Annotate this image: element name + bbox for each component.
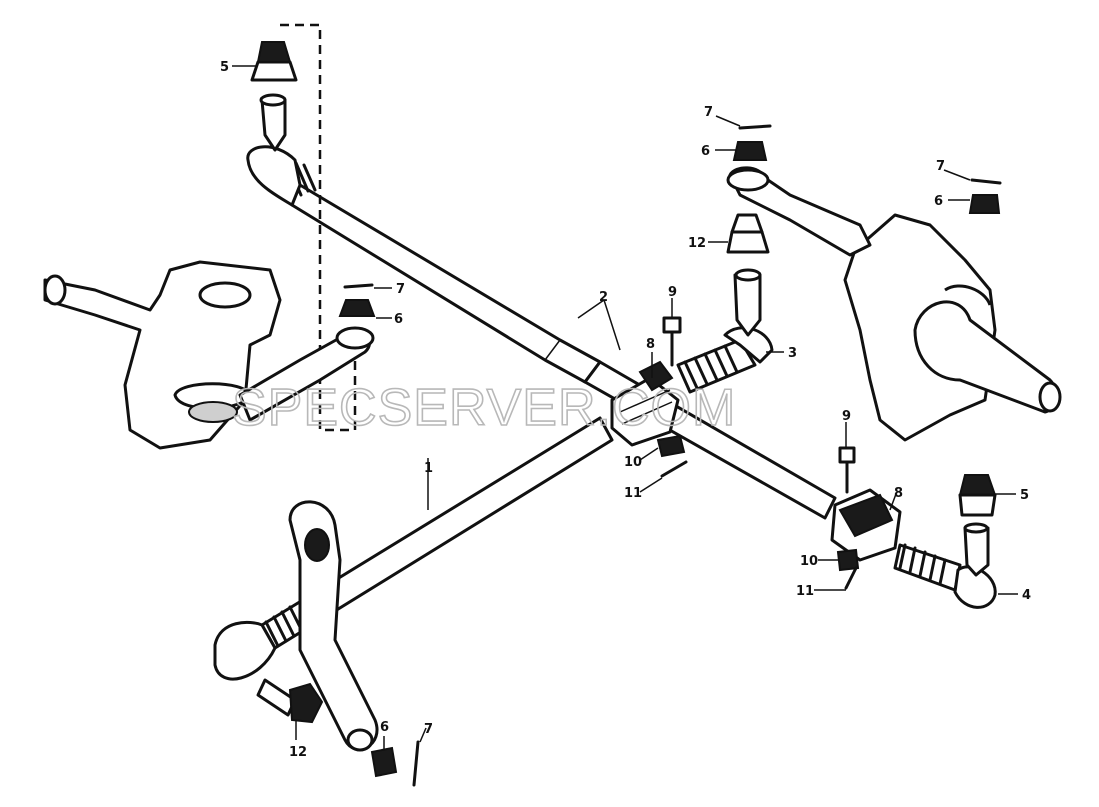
callout-3: 3 bbox=[788, 346, 797, 361]
callout-11-lower: 11 bbox=[796, 584, 814, 599]
drag-link-ball-stud bbox=[256, 678, 297, 717]
steering-knuckle-right bbox=[843, 213, 1062, 442]
callout-8-lower: 8 bbox=[894, 486, 903, 501]
steering-arm-right bbox=[726, 166, 872, 257]
boot-12-lower bbox=[288, 682, 324, 724]
nut-6-top bbox=[732, 141, 768, 161]
cotter-pin-7-right bbox=[970, 178, 1002, 185]
callout-5-right: 5 bbox=[1020, 488, 1029, 503]
boot-5-left bbox=[250, 41, 298, 82]
callout-labels: 1 2 3 4 5 5 6 6 6 6 7 7 7 7 8 8 9 9 10 1… bbox=[220, 60, 1031, 760]
callout-6-top: 6 bbox=[701, 144, 710, 159]
ball-stud-left bbox=[260, 98, 287, 152]
clamp-center bbox=[610, 360, 680, 447]
nut-6-bottom bbox=[370, 746, 398, 778]
callout-10-lower: 10 bbox=[800, 554, 818, 569]
boot-12-upper bbox=[726, 213, 770, 254]
nut-6-left bbox=[338, 299, 376, 317]
callout-9-upper: 9 bbox=[668, 285, 677, 300]
callout-1: 1 bbox=[424, 461, 433, 476]
cotter-pin-7-left bbox=[343, 283, 374, 289]
callout-12-right: 12 bbox=[688, 236, 706, 251]
boot-5-right bbox=[958, 474, 997, 517]
callout-6-left: 6 bbox=[394, 312, 403, 327]
leader-lines bbox=[232, 65, 1018, 750]
callout-4: 4 bbox=[1022, 588, 1031, 603]
watermark-text: SPECSERVER.COM bbox=[232, 379, 736, 437]
cotter-pin-7-bottom bbox=[412, 740, 420, 787]
callout-5-left: 5 bbox=[220, 60, 229, 75]
clamp-right bbox=[830, 488, 902, 562]
steering-arm-left bbox=[238, 326, 375, 422]
callout-6-right: 6 bbox=[934, 194, 943, 209]
adjuster-tube-3 bbox=[676, 268, 774, 394]
nut-6-right bbox=[968, 194, 1001, 214]
callout-7-right: 7 bbox=[936, 159, 945, 174]
drag-link-assembly bbox=[213, 416, 614, 717]
callout-6-bottom: 6 bbox=[380, 720, 389, 735]
drag-link-end bbox=[213, 620, 277, 681]
callout-7-top: 7 bbox=[704, 105, 713, 120]
callout-7-left: 7 bbox=[396, 282, 405, 297]
cotter-pin-7-top bbox=[738, 124, 772, 130]
callout-7-bottom: 7 bbox=[424, 722, 433, 737]
tie-rod-end-left bbox=[246, 145, 302, 207]
split-pin-11-upper bbox=[660, 460, 688, 478]
steering-knuckle-left bbox=[43, 260, 282, 450]
alignment-dashed-line-left bbox=[280, 23, 357, 432]
nut-10-upper bbox=[656, 434, 686, 458]
bolt-9-lower bbox=[838, 446, 856, 494]
nut-10-lower bbox=[836, 548, 860, 572]
callout-12-bottom: 12 bbox=[289, 745, 307, 760]
callout-11-upper: 11 bbox=[624, 486, 642, 501]
callout-8-upper: 8 bbox=[646, 337, 655, 352]
callout-9-lower: 9 bbox=[842, 409, 851, 424]
callout-2: 2 bbox=[599, 290, 608, 305]
pitman-arm bbox=[288, 500, 379, 752]
callout-10-upper: 10 bbox=[624, 455, 642, 470]
bolt-9-upper bbox=[662, 316, 682, 367]
split-pin-11-lower bbox=[844, 566, 858, 590]
adjuster-tube-4 bbox=[893, 522, 997, 609]
